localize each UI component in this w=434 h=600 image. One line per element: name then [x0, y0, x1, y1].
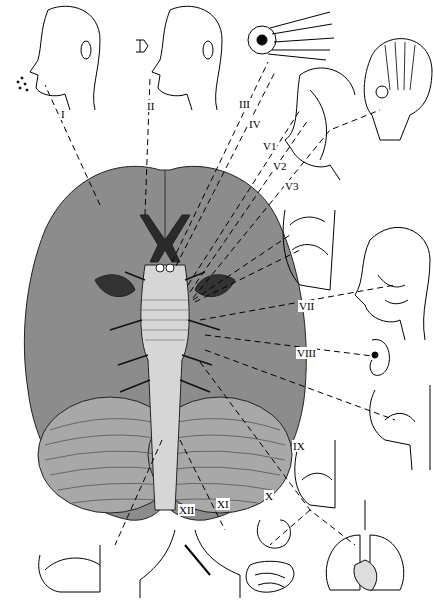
callout-number: V1: [262, 140, 277, 152]
brain-base-view: [24, 166, 306, 520]
pons-striations: [141, 300, 189, 340]
callout-number: XI: [216, 498, 230, 510]
facial-muscles-head: [355, 227, 430, 340]
heart-lungs: [326, 500, 404, 590]
olfaction-head: [17, 6, 100, 110]
callout-number: VIII: [296, 347, 317, 359]
nerve-roots: [110, 272, 220, 392]
brainstem: [141, 265, 189, 510]
temporal-pole-left: [95, 275, 135, 297]
callout-number: VII: [298, 300, 315, 312]
callout-number: X: [264, 490, 274, 502]
callout-number: III: [238, 98, 251, 110]
callout-number: V2: [272, 160, 287, 172]
masticatory-skull: [364, 39, 432, 140]
callout-number: II: [146, 100, 155, 112]
taste-section: [283, 210, 335, 290]
pharynx-section: [370, 385, 430, 470]
longitudinal-fissure: [165, 170, 166, 240]
ear: [370, 340, 389, 376]
stomach-intestines: [246, 520, 294, 592]
optic-chiasm: [140, 215, 190, 262]
trigeminal-face: [285, 68, 355, 180]
cerebrum: [24, 166, 306, 520]
callout-number: XII: [178, 504, 195, 516]
tongue-section: [39, 545, 100, 592]
eye-muscles: [248, 12, 334, 60]
target-sketches: [17, 6, 432, 598]
vision-head: [136, 6, 222, 110]
callout-number: IV: [248, 118, 262, 130]
neck-shoulder: [140, 530, 240, 598]
nerve-leader-lines: [45, 62, 395, 545]
callout-number: I: [60, 108, 66, 120]
callout-number: IX: [292, 440, 306, 452]
callout-number: V3: [284, 180, 299, 192]
temporal-pole-right: [195, 275, 235, 297]
mammillary-body: [166, 264, 174, 272]
mammillary-body: [156, 264, 164, 272]
